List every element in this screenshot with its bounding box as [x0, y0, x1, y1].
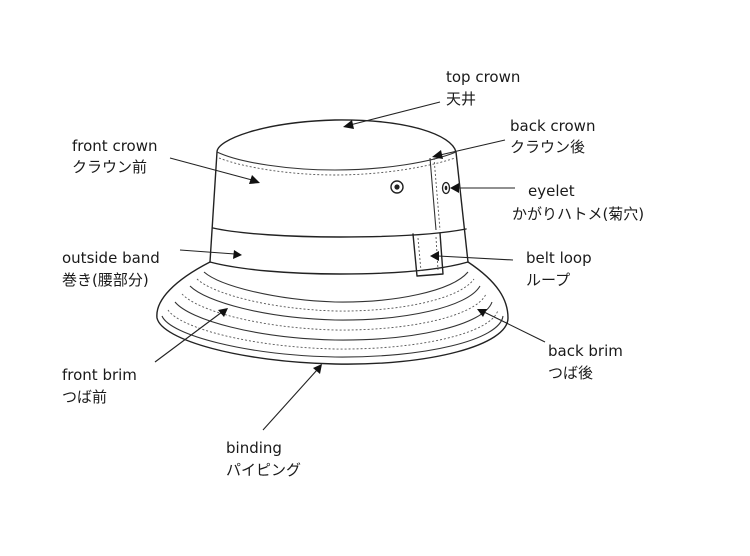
band-bottom-edge	[209, 261, 469, 275]
back-crown-seam	[429, 157, 437, 231]
label-eyelet: eyelet かがりハトメ(菊穴)	[512, 182, 644, 223]
label-front-crown-jp: クラウン前	[72, 158, 147, 176]
brim-ring-1	[174, 301, 493, 341]
leader-back-brim	[477, 309, 546, 343]
brim-stitch-2	[181, 293, 487, 331]
top-crown-stitch	[218, 157, 456, 176]
label-front-crown: front crown クラウン前	[72, 137, 158, 176]
label-top-crown-en: top crown	[446, 68, 520, 86]
brim-stitch-3	[196, 278, 475, 312]
label-binding-en: binding	[226, 439, 282, 457]
label-outside-band-en: outside band	[62, 249, 160, 267]
leader-binding	[262, 364, 322, 431]
brim-stitch-1	[167, 309, 499, 350]
brim-outline	[156, 261, 509, 365]
label-back-crown: back crown クラウン後	[510, 117, 595, 156]
label-back-crown-jp: クラウン後	[510, 138, 585, 156]
label-front-brim: front brim つば前	[62, 366, 137, 406]
band-top-edge	[212, 227, 467, 238]
eyelet-back	[441, 181, 451, 195]
label-belt-loop: belt loop ループ	[526, 249, 592, 289]
label-belt-loop-jp: ループ	[526, 271, 570, 289]
label-outside-band-jp: 巻き(腰部分)	[62, 271, 149, 289]
brim-ring-3	[203, 271, 469, 303]
label-front-brim-en: front brim	[62, 366, 137, 384]
label-front-brim-jp: つば前	[62, 388, 107, 406]
brim	[156, 261, 509, 365]
outside-band	[209, 227, 469, 275]
label-back-brim: back brim つば後	[548, 342, 623, 382]
leader-top-crown	[343, 101, 441, 129]
label-outside-band: outside band 巻き(腰部分)	[62, 249, 160, 289]
leader-front-brim	[154, 308, 228, 363]
label-binding-jp: パイピング	[226, 461, 301, 479]
label-top-crown-jp: 天井	[446, 90, 476, 108]
crown-outline	[209, 119, 469, 263]
top-crown-seam	[216, 151, 457, 171]
belt-loop-outline	[412, 232, 444, 277]
label-front-crown-en: front crown	[72, 137, 158, 155]
eyelet-front	[390, 180, 404, 194]
crown	[209, 119, 469, 263]
label-eyelet-jp: かがりハトメ(菊穴)	[512, 205, 644, 223]
brim-edge-inner	[161, 315, 504, 358]
label-back-brim-en: back brim	[548, 342, 623, 360]
leader-belt-loop	[430, 251, 514, 261]
leader-eyelet	[450, 183, 515, 193]
label-back-brim-jp: つば後	[548, 364, 593, 382]
leader-back-crown	[432, 139, 506, 159]
back-crown-stitch	[433, 157, 441, 231]
label-eyelet-en: eyelet	[528, 182, 575, 200]
leader-outside-band	[179, 249, 242, 259]
label-back-crown-en: back crown	[510, 117, 595, 135]
label-belt-loop-en: belt loop	[526, 249, 592, 267]
brim-ring-2	[189, 285, 481, 321]
leader-front-crown	[169, 157, 260, 184]
label-binding: binding パイピング	[226, 439, 301, 479]
label-top-crown: top crown 天井	[446, 68, 520, 108]
